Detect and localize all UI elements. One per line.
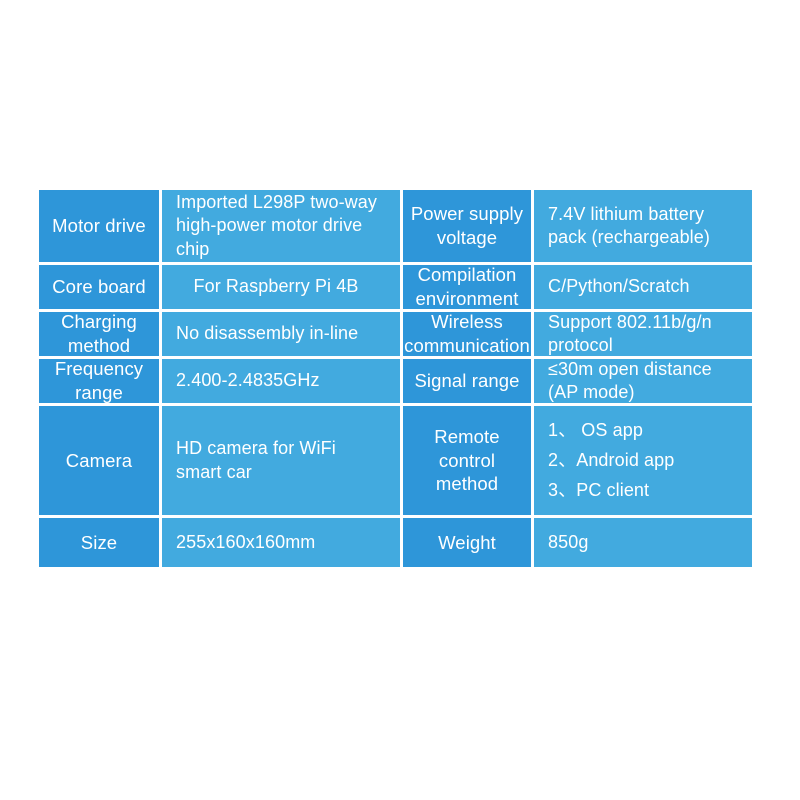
row-value-motor-drive: Imported L298P two-way high-power motor … <box>162 190 403 262</box>
row-label-signal-range: Signal range <box>403 359 534 403</box>
row-value-size: 255x160x160mm <box>162 518 403 567</box>
cell-text: ≤30m open distance (AP mode) <box>548 359 712 402</box>
cell-text: 7.4V lithium battery pack (rechargeable) <box>548 203 710 247</box>
table-row: Core board For Raspberry Pi 4B Compilati… <box>39 262 752 309</box>
row-value-charging-method: No disassembly in-line <box>162 312 403 356</box>
cell-text: Weight <box>438 531 496 553</box>
cell-text: HD camera for WiFi smart car <box>176 438 336 482</box>
cell-text: Frequency range <box>54 359 144 403</box>
cell-text: Power supply voltage <box>410 203 524 248</box>
row-value-core-board: For Raspberry Pi 4B <box>162 265 403 309</box>
cell-text: Size <box>80 531 118 553</box>
cell-text: Wireless communication <box>404 312 530 356</box>
row-label-motor-drive: Motor drive <box>39 190 162 262</box>
row-label-core-board: Core board <box>39 265 162 309</box>
row-value-wireless-communication: Support 802.11b/g/n protocol <box>534 312 752 356</box>
row-value-signal-range: ≤30m open distance (AP mode) <box>534 359 752 403</box>
row-value-remote-control-method: 1、 OS app 2、Android app 3、PC client <box>534 406 752 515</box>
table-row: Frequency range 2.400-2.4835GHz Signal r… <box>39 356 752 403</box>
cell-text: Remote control method <box>434 425 500 495</box>
row-label-size: Size <box>39 518 162 567</box>
cell-text: Compilation environment <box>415 265 519 309</box>
row-label-charging-method: Charging method <box>39 312 162 356</box>
cell-text: Imported L298P two-way high-power motor … <box>176 192 377 259</box>
table-row: Charging method No disassembly in-line W… <box>39 309 752 356</box>
row-label-remote-control-method: Remote control method <box>403 406 534 515</box>
cell-text: 850g <box>548 531 589 552</box>
cell-text: 2.400-2.4835GHz <box>176 370 320 391</box>
cell-text: Support 802.11b/g/n protocol <box>548 312 712 355</box>
row-label-wireless-communication: Wireless communication <box>403 312 534 356</box>
remote-control-method-list: 1、 OS app 2、Android app 3、PC client <box>548 419 738 502</box>
row-value-camera: HD camera for WiFi smart car <box>162 406 403 515</box>
cell-text: Camera <box>65 449 133 471</box>
row-value-frequency-range: 2.400-2.4835GHz <box>162 359 403 403</box>
cell-text: Signal range <box>414 370 520 392</box>
cell-text: Charging method <box>61 312 137 356</box>
row-value-compilation-environment: C/Python/Scratch <box>534 265 752 309</box>
row-value-weight: 850g <box>534 518 752 567</box>
row-value-power-supply-voltage: 7.4V lithium battery pack (rechargeable) <box>534 190 752 262</box>
table-row: Size 255x160x160mm Weight 850g <box>39 515 752 567</box>
specifications-table: Motor drive Imported L298P two-way high-… <box>39 190 752 597</box>
row-label-camera: Camera <box>39 406 162 515</box>
list-item: 3、PC client <box>548 480 650 501</box>
table-row: Camera HD camera for WiFi smart car Remo… <box>39 403 752 515</box>
row-label-compilation-environment: Compilation environment <box>403 265 534 309</box>
cell-text: Core board <box>52 276 146 298</box>
cell-text: C/Python/Scratch <box>548 276 690 297</box>
list-item: 2、Android app <box>548 449 675 470</box>
table-row: Motor drive Imported L298P two-way high-… <box>39 190 752 262</box>
cell-text: For Raspberry Pi 4B <box>193 276 359 297</box>
list-item: 1、 OS app <box>548 419 643 440</box>
cell-text: 255x160x160mm <box>176 531 316 552</box>
cell-text: No disassembly in-line <box>176 323 359 344</box>
row-label-frequency-range: Frequency range <box>39 359 162 403</box>
row-label-power-supply-voltage: Power supply voltage <box>403 190 534 262</box>
cell-text: Motor drive <box>52 215 146 237</box>
row-label-weight: Weight <box>403 518 534 567</box>
